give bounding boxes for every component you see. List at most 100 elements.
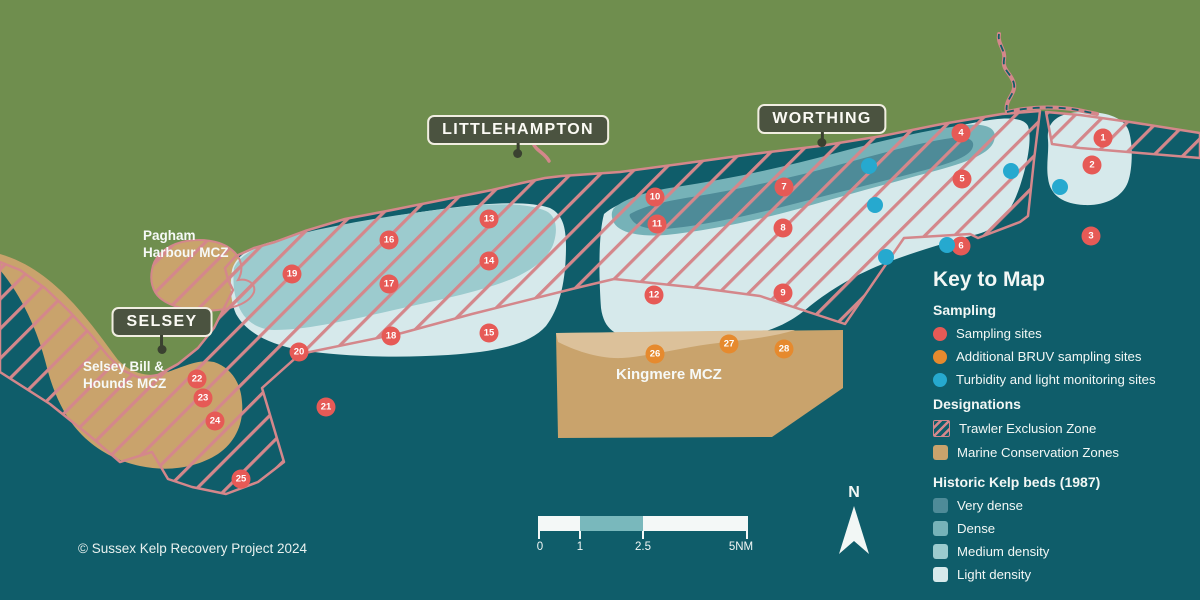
sampling-site-marker[interactable]: 1 <box>1093 128 1113 148</box>
sampling-site-marker[interactable]: 11 <box>647 214 667 234</box>
legend-item-dense: Dense <box>933 521 1198 536</box>
legend-item-medium-density: Medium density <box>933 544 1198 559</box>
scale-tick-label: 2.5 <box>635 541 651 553</box>
legend-item-label: Dense <box>957 521 996 536</box>
sampling-site-marker[interactable]: 6 <box>951 236 971 256</box>
legend-item-turbidity-sites: Turbidity and light monitoring sites <box>933 372 1198 387</box>
kingmere-mcz-label: Kingmere MCZ <box>616 366 722 383</box>
copyright-text: © Sussex Kelp Recovery Project 2024 <box>78 541 308 556</box>
north-label: N <box>848 484 860 501</box>
north-arrow-icon <box>839 506 869 554</box>
scale-tick-label: 0 <box>536 541 544 553</box>
sampling-site-marker[interactable]: 12 <box>644 285 664 305</box>
sampling-site-marker[interactable]: 13 <box>479 209 499 229</box>
turbidity-site-marker[interactable] <box>1052 179 1068 195</box>
legend-item-label: Medium density <box>957 544 1050 559</box>
legend-item-label: Marine Conservation Zones <box>957 445 1119 460</box>
turbidity-site-marker[interactable] <box>867 197 883 213</box>
legend: Key to Map Sampling Sampling sites Addit… <box>933 268 1198 590</box>
north-arrow: N <box>836 484 872 561</box>
town-label-selsey: SELSEY <box>111 307 213 347</box>
legend-item-label: Sampling sites <box>956 326 1042 341</box>
sampling-site-marker[interactable]: 19 <box>282 264 302 284</box>
sampling-site-marker[interactable]: 15 <box>479 323 499 343</box>
legend-heading-sampling: Sampling <box>933 302 997 318</box>
legend-item-label: Light density <box>957 567 1032 582</box>
legend-item-sampling-sites: Sampling sites <box>933 326 1198 341</box>
legend-item-label: Trawler Exclusion Zone <box>959 421 1097 436</box>
scale-tick <box>642 531 644 539</box>
legend-item-mcz: Marine Conservation Zones <box>933 445 1198 460</box>
pagham-harbour-mcz-label: Pagham Harbour MCZ <box>143 228 229 260</box>
scale-segment <box>538 516 580 531</box>
scale-tick <box>538 531 540 539</box>
turbidity-site-swatch-icon <box>933 372 947 387</box>
sampling-site-marker[interactable]: 4 <box>951 123 971 143</box>
legend-title: Key to Map <box>933 268 1046 291</box>
legend-item-label: Very dense <box>957 498 1023 513</box>
sampling-site-marker[interactable]: 23 <box>193 388 213 408</box>
scale-tick <box>579 531 581 539</box>
sampling-site-marker[interactable]: 9 <box>773 283 793 303</box>
sampling-site-marker[interactable]: 25 <box>231 469 251 489</box>
town-label-worthing-text: WORTHING <box>772 110 872 127</box>
scale-tick-label: 5NM <box>728 541 754 553</box>
map-pin-icon <box>160 335 164 347</box>
medium-density-swatch-icon <box>933 544 948 559</box>
trawler-zone-swatch-icon <box>933 420 950 437</box>
scale-tick <box>746 531 748 539</box>
turbidity-site-marker[interactable] <box>939 237 955 253</box>
turbidity-site-marker[interactable] <box>861 158 877 174</box>
river-adur-dashes <box>997 33 1016 113</box>
town-label-worthing: WORTHING <box>757 104 887 140</box>
scale-bar: 0 1 2.5 5NM <box>536 516 753 553</box>
selsey-bill-hounds-mcz-label: Selsey Bill & Hounds MCZ <box>83 359 167 391</box>
sampling-site-marker[interactable]: 21 <box>316 397 336 417</box>
sampling-site-marker[interactable]: 20 <box>289 342 309 362</box>
pagham-harbour-hatch <box>150 239 256 312</box>
legend-item-very-dense: Very dense <box>933 498 1198 513</box>
town-label-selsey-text: SELSEY <box>126 313 198 330</box>
sampling-site-marker[interactable]: 18 <box>381 326 401 346</box>
legend-heading-designations: Designations <box>933 396 1021 412</box>
dense-swatch-icon <box>933 521 948 536</box>
scale-segment <box>580 516 643 531</box>
very-dense-swatch-icon <box>933 498 948 513</box>
legend-item-light-density: Light density <box>933 567 1198 582</box>
land <box>0 0 1200 378</box>
legend-heading-kelp-beds: Historic Kelp beds (1987) <box>933 474 1101 490</box>
legend-item-label: Turbidity and light monitoring sites <box>956 372 1156 387</box>
sampling-site-marker[interactable]: 17 <box>379 274 399 294</box>
town-label-littlehampton: LITTLEHAMPTON <box>427 115 609 151</box>
trawler-exclusion-zone-east <box>1044 110 1200 160</box>
harbour-channel-dashes <box>1006 106 1098 115</box>
turbidity-site-marker[interactable] <box>878 249 894 265</box>
legend-item-label: Additional BRUV sampling sites <box>956 349 1142 364</box>
sampling-site-marker[interactable]: 24 <box>205 411 225 431</box>
sampling-site-marker[interactable]: 16 <box>379 230 399 250</box>
legend-item-bruv-sites: Additional BRUV sampling sites <box>933 349 1198 364</box>
sampling-site-marker[interactable]: 22 <box>187 369 207 389</box>
bruv-site-marker[interactable]: 27 <box>719 334 739 354</box>
sampling-site-swatch-icon <box>933 326 947 341</box>
map-pin-icon <box>516 143 520 151</box>
mcz-swatch-icon <box>933 445 948 460</box>
sampling-site-marker[interactable]: 3 <box>1081 226 1101 246</box>
legend-item-trawler-zone: Trawler Exclusion Zone <box>933 420 1198 437</box>
sampling-site-marker[interactable]: 8 <box>773 218 793 238</box>
scale-bar-segments <box>538 516 748 531</box>
turbidity-site-marker[interactable] <box>1003 163 1019 179</box>
light-density-swatch-icon <box>933 567 948 582</box>
sampling-site-marker[interactable]: 5 <box>952 169 972 189</box>
bruv-site-marker[interactable]: 28 <box>774 339 794 359</box>
map-pin-icon <box>820 132 824 140</box>
sampling-site-marker[interactable]: 7 <box>774 177 794 197</box>
sampling-site-marker[interactable]: 10 <box>645 187 665 207</box>
bruv-site-swatch-icon <box>933 349 947 364</box>
sampling-site-marker[interactable]: 2 <box>1082 155 1102 175</box>
sampling-site-marker[interactable]: 14 <box>479 251 499 271</box>
bruv-site-marker[interactable]: 26 <box>645 344 665 364</box>
